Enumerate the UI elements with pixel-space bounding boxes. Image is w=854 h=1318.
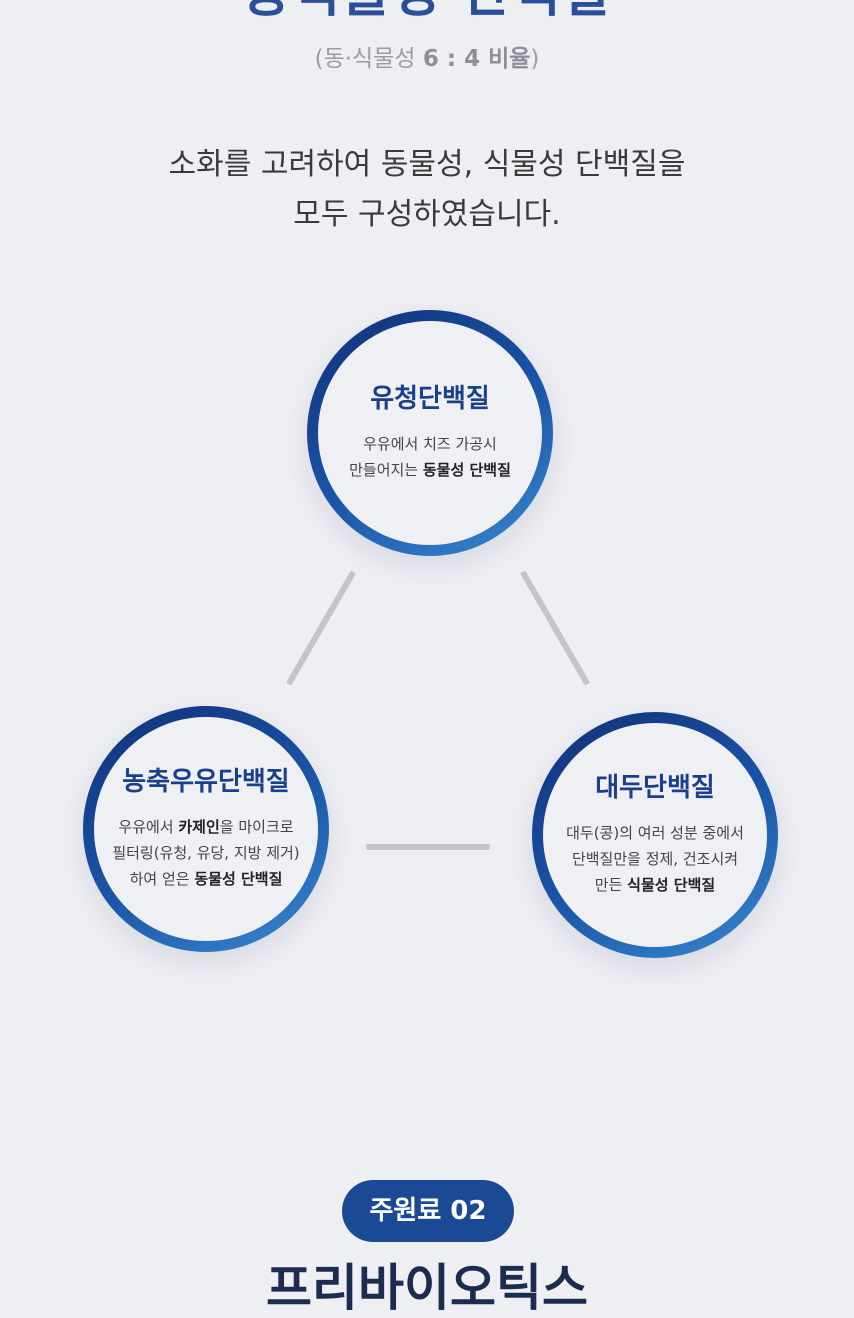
desc-bold: 동물성 단백질 bbox=[194, 870, 283, 888]
milk-protein-circle: 농축우유단백질 우유에서 카제인을 마이크로 필터링(유청, 유당, 지방 제거… bbox=[83, 706, 329, 952]
connector-line-left bbox=[285, 570, 357, 686]
desc-line: 필터링(유청, 유당, 지방 제거) bbox=[112, 844, 300, 862]
desc-text: 만들어지는 bbox=[349, 461, 423, 479]
ingredient-badge: 주원료 02 bbox=[342, 1180, 514, 1242]
desc-line: 만든 식물성 단백질 bbox=[566, 872, 744, 898]
whey-protein-circle: 유청단백질 우유에서 치즈 가공시 만들어지는 동물성 단백질 bbox=[307, 310, 553, 556]
ratio-open: (동·식물성 bbox=[314, 46, 423, 72]
desc-bold: 식물성 단백질 bbox=[627, 876, 716, 894]
ratio-value: 6 : 4 비율 bbox=[422, 46, 531, 72]
desc-line: 만들어지는 동물성 단백질 bbox=[349, 457, 511, 483]
circle-title: 유청단백질 bbox=[370, 384, 490, 414]
circle-title: 농축우유단백질 bbox=[122, 767, 290, 797]
circle-content: 유청단백질 우유에서 치즈 가공시 만들어지는 동물성 단백질 bbox=[318, 321, 542, 545]
section-title: 프리바이오틱스 bbox=[266, 1259, 588, 1317]
ratio-caption: (동·식물성 6 : 4 비율) bbox=[0, 42, 854, 76]
desc-bold: 동물성 단백질 bbox=[422, 461, 511, 479]
desc-line: 하여 얻은 동물성 단백질 bbox=[112, 866, 299, 892]
desc-text: 하여 얻은 bbox=[129, 870, 195, 888]
circle-content: 대두단백질 대두(콩)의 여러 성분 중에서 단백질만을 정제, 건조시켜 만든… bbox=[543, 723, 767, 947]
section-title: 동식물성 단백질 bbox=[0, 0, 854, 24]
desc-line: 단백질만을 정제, 건조시켜 bbox=[571, 850, 739, 868]
desc-line: 대두(콩)의 여러 성분 중에서 bbox=[566, 824, 744, 842]
intro-text: 소화를 고려하여 동물성, 식물성 단백질을 모두 구성하였습니다. bbox=[0, 140, 854, 240]
desc-line: 우유에서 카제인을 마이크로 bbox=[112, 814, 299, 840]
circle-content: 농축우유단백질 우유에서 카제인을 마이크로 필터링(유청, 유당, 지방 제거… bbox=[94, 717, 318, 941]
circle-description: 우유에서 카제인을 마이크로 필터링(유청, 유당, 지방 제거) 하여 얻은 … bbox=[112, 814, 299, 892]
desc-line: 우유에서 치즈 가공시 bbox=[363, 435, 497, 453]
desc-text: 우유에서 bbox=[118, 818, 179, 836]
circle-description: 우유에서 치즈 가공시 만들어지는 동물성 단백질 bbox=[349, 431, 511, 483]
desc-text: 만든 bbox=[594, 876, 628, 894]
connector-line-right bbox=[519, 570, 591, 686]
circle-description: 대두(콩)의 여러 성분 중에서 단백질만을 정제, 건조시켜 만든 식물성 단… bbox=[566, 820, 744, 898]
desc-text: 을 마이크로 bbox=[219, 818, 294, 836]
soy-protein-circle: 대두단백질 대두(콩)의 여러 성분 중에서 단백질만을 정제, 건조시켜 만든… bbox=[532, 712, 778, 958]
connector-line-bottom bbox=[366, 844, 490, 850]
intro-line: 모두 구성하였습니다. bbox=[293, 197, 561, 232]
circle-title: 대두단백질 bbox=[595, 773, 715, 803]
intro-line: 소화를 고려하여 동물성, 식물성 단백질을 bbox=[168, 147, 686, 182]
desc-bold: 카제인 bbox=[178, 818, 220, 836]
ratio-close: ) bbox=[530, 46, 540, 72]
